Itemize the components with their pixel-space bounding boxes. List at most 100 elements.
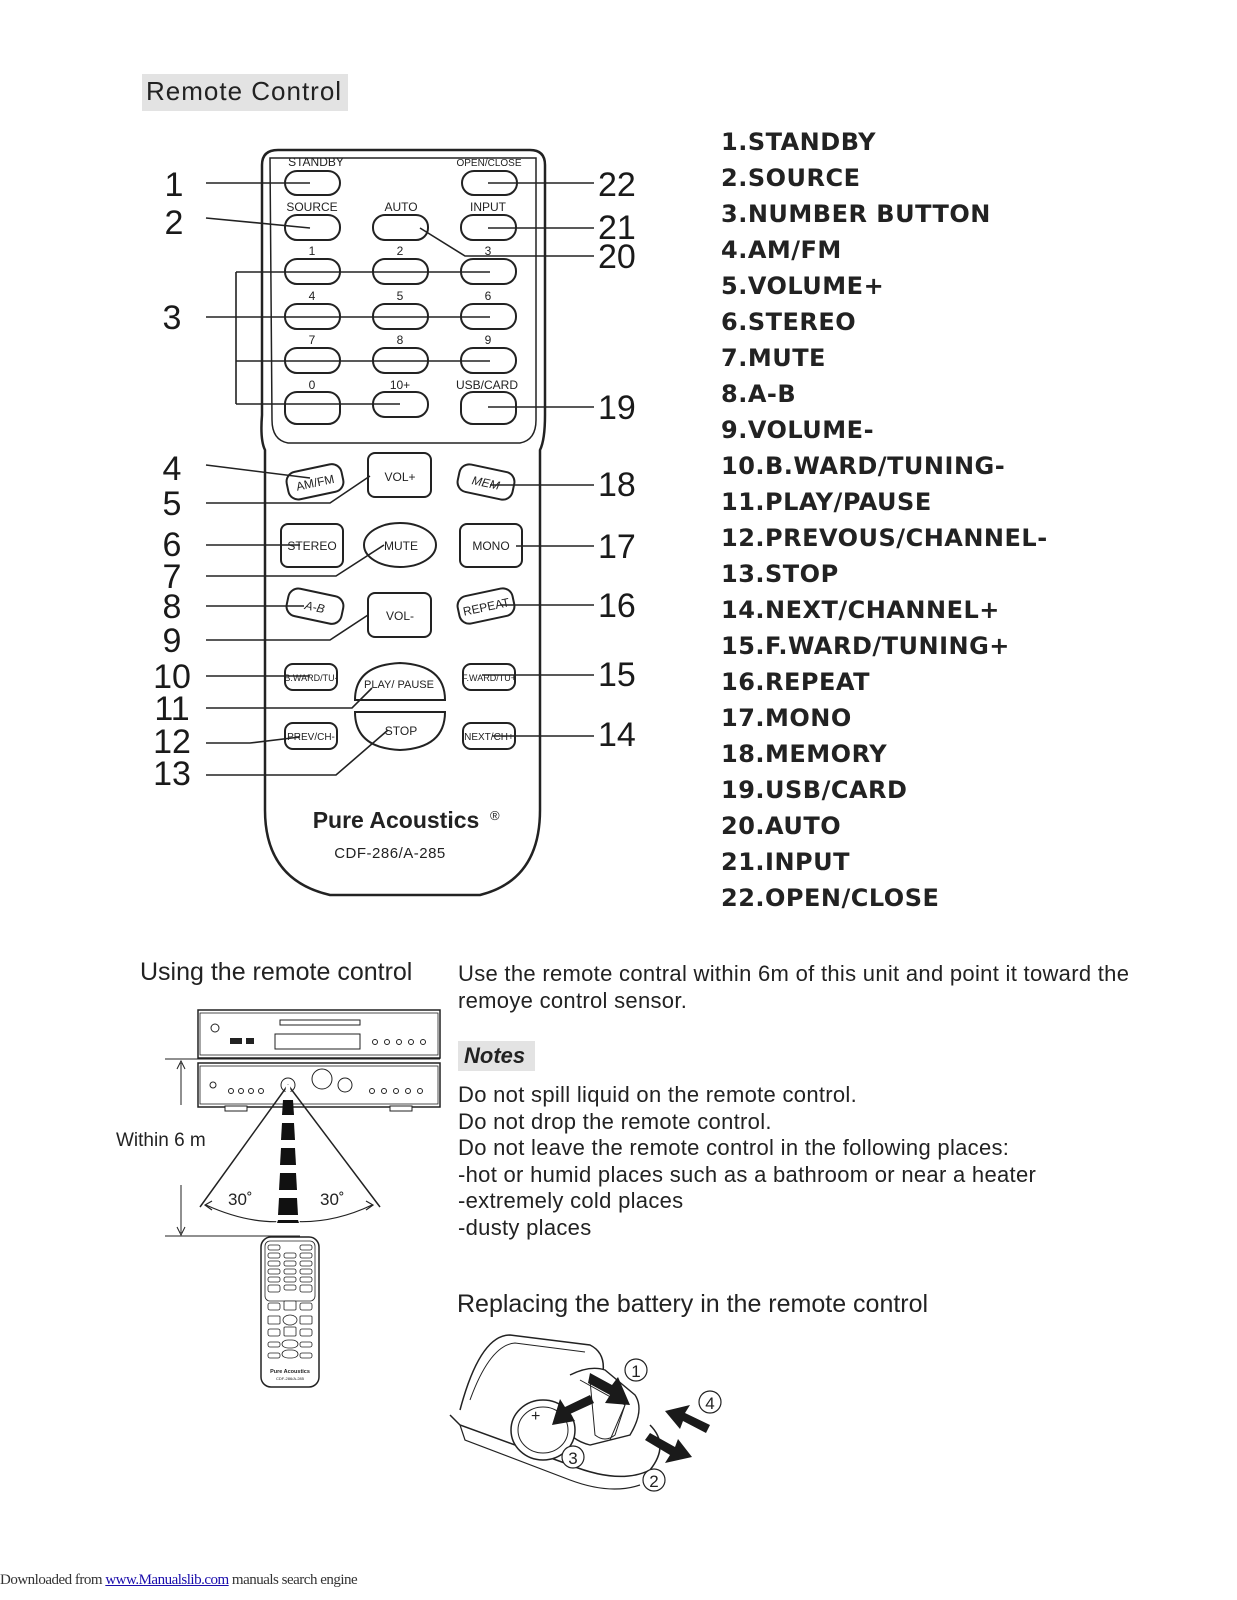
usb-card-button[interactable] [460, 391, 517, 425]
label-1: 1 [309, 244, 316, 258]
note-item: -extremely cold places [458, 1188, 684, 1213]
using-remote-text: Use the remote contral within 6m of this… [458, 961, 1130, 1013]
key-item: 6.STEREO [721, 308, 857, 336]
label-fward: F.WARD/TU+ [462, 673, 516, 683]
battery-step-2: 2 [649, 1472, 658, 1491]
range-diagram: Within 6 m 30˚ 30˚ Pure Acoustics CDF-28… [116, 1009, 441, 1388]
callout-17: 17 [598, 528, 636, 566]
play-pause-button[interactable] [353, 661, 447, 701]
label-9: 9 [485, 333, 492, 347]
label-2: 2 [397, 244, 404, 258]
label-standby: STANDBY [288, 155, 344, 169]
source-button[interactable] [284, 214, 341, 241]
number-0-button[interactable] [284, 391, 341, 425]
label-vol-up: VOL+ [384, 470, 415, 484]
key-item: 2.SOURCE [721, 164, 861, 192]
key-item: 20.AUTO [721, 812, 842, 840]
stop-button[interactable] [353, 711, 447, 752]
note-item: Do not spill liquid on the remote contro… [458, 1082, 858, 1107]
battery-step-3: 3 [568, 1449, 577, 1468]
callout-21: 21 [598, 209, 636, 247]
label-bward: B.WARD/TU- [284, 673, 337, 683]
label-5: 5 [397, 289, 404, 303]
leader-13 [206, 729, 389, 776]
arrow-step-3 [552, 1395, 594, 1425]
repeat-button[interactable] [456, 586, 517, 625]
angle-left-label: 30˚ [228, 1190, 253, 1209]
key-item: 21.INPUT [721, 848, 850, 876]
key-item: 4.AM/FM [721, 236, 842, 264]
leader-7 [206, 544, 385, 577]
key-item: 3.NUMBER BUTTON [721, 200, 991, 228]
brand-registered-mark: ® [490, 808, 500, 823]
label-source: SOURCE [286, 200, 337, 214]
battery-step-1: 1 [631, 1362, 640, 1381]
remote-brand: Pure Acoustics [313, 807, 480, 833]
label-play-pause: PLAY/ PAUSE [364, 679, 434, 691]
memory-button[interactable] [456, 462, 517, 501]
key-item: 14.NEXT/CHANNEL+ [721, 596, 1000, 624]
key-item: 18.MEMORY [721, 740, 888, 768]
callout-5: 5 [163, 485, 182, 523]
callout-9: 9 [163, 622, 182, 660]
key-item: 15.F.WARD/TUNING+ [721, 632, 1010, 660]
vol-up-button[interactable] [367, 452, 432, 498]
auto-button[interactable] [372, 214, 429, 241]
label-mono: MONO [472, 539, 509, 553]
callout-6: 6 [163, 526, 182, 564]
leader-5 [206, 475, 371, 504]
leader-2 [205, 217, 311, 229]
key-item: 10.B.WARD/TUNING- [721, 452, 1006, 480]
label-next: NEXT/CH+ [464, 732, 514, 743]
callout-15: 15 [598, 656, 636, 694]
prev-button[interactable] [284, 722, 338, 750]
ab-button[interactable] [285, 587, 346, 626]
key-item: 11.PLAY/PAUSE [721, 488, 932, 516]
label-10-plus: 10+ [390, 378, 410, 392]
callout-1: 1 [165, 166, 184, 204]
am-fm-button[interactable] [285, 462, 346, 501]
fward-button[interactable] [462, 663, 516, 691]
section-title: Remote Control [142, 74, 349, 111]
label-input: INPUT [470, 200, 507, 214]
angle-right-label: 30˚ [320, 1190, 345, 1209]
label-vol-down: VOL- [386, 609, 414, 623]
leader-12 [206, 736, 301, 744]
notes-title: Notes [458, 1041, 536, 1071]
mute-button[interactable] [363, 522, 437, 568]
label-open-close: OPEN/CLOSE [456, 158, 521, 169]
note-item: -dusty places [458, 1214, 592, 1240]
callout-22: 22 [598, 166, 636, 204]
arrow-step-4 [665, 1405, 710, 1433]
label-usb-card: USB/CARD [456, 378, 518, 392]
mini-remote-brand: Pure Acoustics [270, 1369, 310, 1375]
remote-model: CDF-286/A-285 [334, 845, 446, 862]
bward-button[interactable] [284, 663, 338, 691]
key-item: 19.USB/CARD [721, 776, 908, 804]
callout-3: 3 [163, 299, 182, 337]
arrow-step-1 [588, 1373, 630, 1405]
label-stereo: STEREO [287, 539, 336, 553]
remote-diagram: STANDBY OPEN/CLOSE SOURCE AUTO INPUT 1 2… [153, 148, 636, 897]
label-prev: PREV/CH- [287, 732, 335, 743]
callout-13: 13 [153, 755, 191, 793]
label-8: 8 [397, 333, 404, 347]
manualslib-link[interactable]: www.Manualslib.com [105, 1572, 229, 1588]
leader-3-bracket [235, 271, 490, 405]
key-item: 16.REPEAT [721, 668, 870, 696]
key-item: 13.STOP [721, 560, 839, 588]
key-item: 1.STANDBY [721, 128, 877, 156]
download-footer: Downloaded from www.Manualslib.com manua… [0, 1572, 358, 1589]
callout-16: 16 [598, 587, 636, 625]
label-ab: A-B [303, 598, 326, 616]
note-item: Do not drop the remote control. [458, 1108, 772, 1134]
callout-7: 7 [163, 558, 182, 596]
key-item: 5.VOLUME+ [721, 272, 885, 300]
callout-8: 8 [163, 588, 182, 626]
label-0: 0 [309, 378, 316, 392]
distance-label: Within 6 m [116, 1130, 206, 1151]
label-auto: AUTO [384, 200, 417, 214]
leader-9 [206, 614, 369, 641]
leader-4 [205, 464, 311, 479]
leader-11 [206, 687, 373, 709]
